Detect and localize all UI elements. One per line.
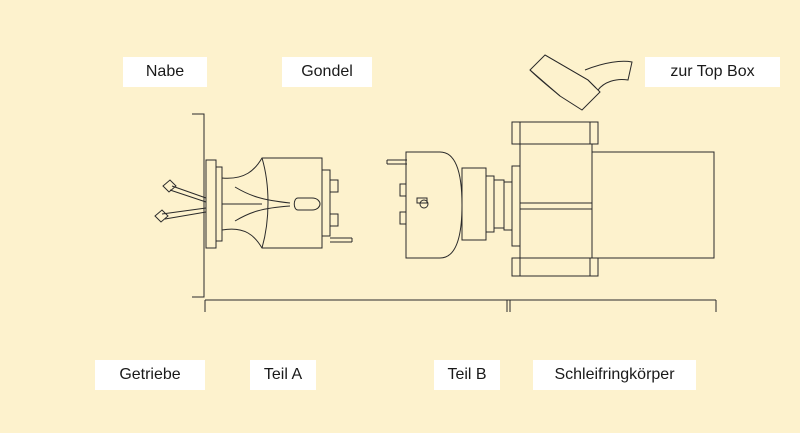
schleifring-part <box>504 122 714 276</box>
label-teil-a: Teil A <box>250 360 316 390</box>
label-schleifringkoerper: Schleifringkörper <box>533 360 696 390</box>
label-nabe: Nabe <box>123 57 207 87</box>
top-box-connector <box>530 55 632 110</box>
teil-a-part <box>155 158 352 248</box>
label-gondel: Gondel <box>282 57 372 87</box>
label-teil-b: Teil B <box>434 360 500 390</box>
label-top-box: zur Top Box <box>645 57 780 87</box>
dimension-lines <box>192 114 716 312</box>
teil-b-part <box>387 152 504 258</box>
label-getriebe: Getriebe <box>95 360 205 390</box>
